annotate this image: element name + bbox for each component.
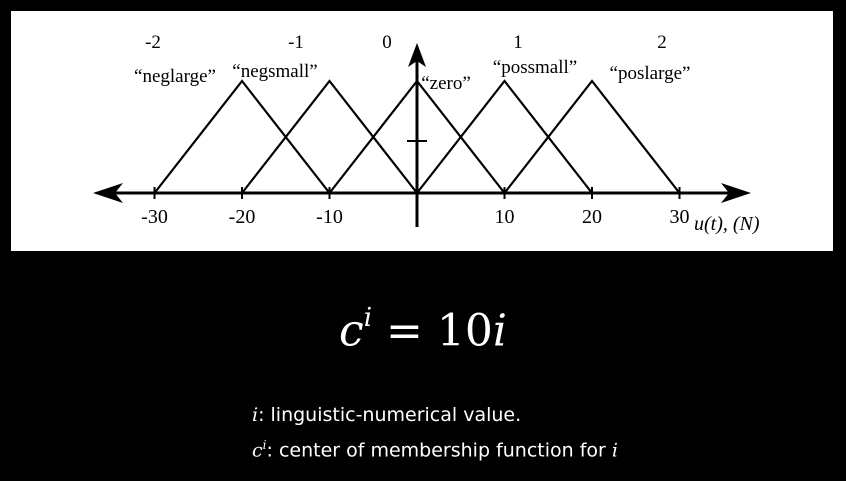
def-ci-text: : center of membership function for [266,439,612,462]
x-axis-left-arrow [93,183,123,203]
definition-i: i: linguistic-numerical value. [252,400,618,430]
def-ci-tail-var: i [611,439,618,462]
membership-index-label: 2 [657,32,667,53]
membership-triangle-0 [328,79,506,194]
membership-name-label: “neglarge” [134,66,216,87]
x-tick-label: -10 [316,206,343,228]
x-tick-label: 10 [495,206,515,228]
definition-ci: ci: center of membership function for i [252,430,618,465]
def-i-text: : linguistic-numerical value. [258,404,522,426]
axis-label: u(t), (N) [694,213,760,235]
x-tick-label: 20 [582,206,602,228]
x-axis-right-arrow [721,183,751,203]
membership-index-label: 0 [382,32,392,53]
def-c-var: c [252,439,263,462]
center-formula: ci = 10i [0,292,846,362]
def-i-var: i [252,404,259,426]
formula-rhs: = 10 [372,305,493,357]
membership-index-label: -1 [288,32,304,53]
formula-superscript: i [363,303,373,333]
def-c-sup: i [262,438,267,452]
membership-name-label: “zero” [421,73,471,94]
membership-triangle-1 [416,79,593,194]
membership-name-label: “negsmall” [232,61,317,82]
formula-rhs-var: i [492,305,507,357]
membership-name-label: “possmall” [493,57,577,78]
definitions: i: linguistic-numerical value. ci: cente… [252,400,618,465]
x-tick-label: -20 [229,206,256,228]
membership-triangle--1 [241,79,418,194]
x-tick-label: -30 [141,206,168,228]
membership-name-label: “poslarge” [610,63,691,84]
membership-triangle-2 [503,79,681,194]
x-tick-label: 30 [670,206,690,228]
membership-index-label: -2 [145,32,161,53]
membership-triangle--2 [153,79,331,194]
y-axis-arrow [408,43,426,67]
membership-index-label: 1 [513,32,523,53]
formula-c: c [339,305,364,357]
